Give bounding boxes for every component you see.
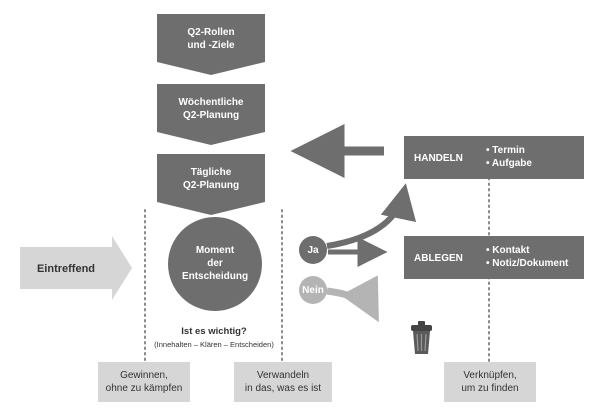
- decision-moment-line-1: Moment: [195, 245, 235, 256]
- yes-circle: [299, 236, 327, 264]
- act-item-appointment: Termin: [492, 145, 525, 156]
- act-item: • Termin: [486, 145, 525, 156]
- no-label: Nein: [302, 285, 324, 296]
- file-box: [404, 236, 584, 279]
- link-caption-line-2: um zu finden: [461, 383, 519, 394]
- link-caption: Verknüpfen, um zu finden: [444, 369, 536, 395]
- decision-moment-circle: [168, 217, 262, 311]
- decision-moment-line-2: der: [207, 258, 223, 269]
- link-caption-line-1: Verknüpfen,: [463, 370, 517, 381]
- decision-moment-line-3: Entscheidung: [181, 271, 249, 282]
- link-caption-box: [444, 362, 536, 402]
- win-caption-box: [98, 362, 190, 402]
- weekly-planning-chevron: [157, 84, 265, 145]
- roles-goals-chevron: [157, 14, 265, 75]
- act-box: [404, 136, 584, 179]
- file-item-contact: Kontakt: [492, 245, 530, 256]
- roles-goals-line-2: und -Ziele: [187, 40, 235, 51]
- daily-planning-label: Tägliche Q2-Planung: [157, 166, 265, 192]
- no-to-trash-arrow: [326, 275, 379, 323]
- trash-can-icon: [411, 321, 432, 354]
- act-items: • Termin • Aufgabe: [486, 144, 582, 170]
- no-circle: [299, 276, 327, 304]
- file-item-note: Notiz/Dokument: [492, 258, 569, 269]
- daily-planning-chevron: [157, 154, 265, 215]
- weekly-planning-label: Wöchentliche Q2-Planung: [157, 96, 265, 122]
- file-item: • Notiz/Dokument: [486, 258, 569, 269]
- file-item: • Kontakt: [486, 245, 530, 256]
- daily-planning-line-2: Q2-Planung: [182, 180, 240, 191]
- roles-goals-line-1: Q2-Rollen: [187, 27, 235, 38]
- weekly-planning-line-1: Wöchentliche: [178, 97, 244, 108]
- transform-caption-line-2: in das, was es ist: [244, 383, 322, 394]
- file-title: ABLEGEN: [414, 253, 463, 264]
- incoming-label: Eintreffend: [36, 263, 96, 275]
- transform-caption-box: [234, 362, 332, 402]
- importance-question-hint: (Innehalten – Klären – Entscheiden): [154, 340, 274, 349]
- act-item-task: Aufgabe: [491, 158, 532, 169]
- win-caption: Gewinnen, ohne zu kämpfen: [98, 369, 190, 395]
- transform-caption: Verwandeln in das, was es ist: [234, 369, 332, 395]
- roles-goals-label: Q2-Rollen und -Ziele: [157, 26, 265, 52]
- win-caption-line-1: Gewinnen,: [120, 370, 168, 381]
- act-title: HANDELN: [414, 153, 463, 164]
- yes-label: Ja: [307, 245, 319, 256]
- transform-caption-line-1: Verwandeln: [256, 370, 310, 381]
- weekly-planning-line-2: Q2-Planung: [182, 110, 240, 121]
- act-item: • Aufgabe: [486, 158, 532, 169]
- win-caption-line-2: ohne zu kämpfen: [105, 383, 183, 394]
- file-items: • Kontakt • Notiz/Dokument: [486, 244, 582, 270]
- importance-question: Ist es wichtig?: [181, 326, 247, 337]
- yes-to-act-arrow: [326, 183, 417, 249]
- decision-moment-label: Moment der Entscheidung: [168, 244, 262, 283]
- daily-planning-line-1: Tägliche: [190, 167, 232, 178]
- incoming-arrow: [20, 236, 132, 300]
